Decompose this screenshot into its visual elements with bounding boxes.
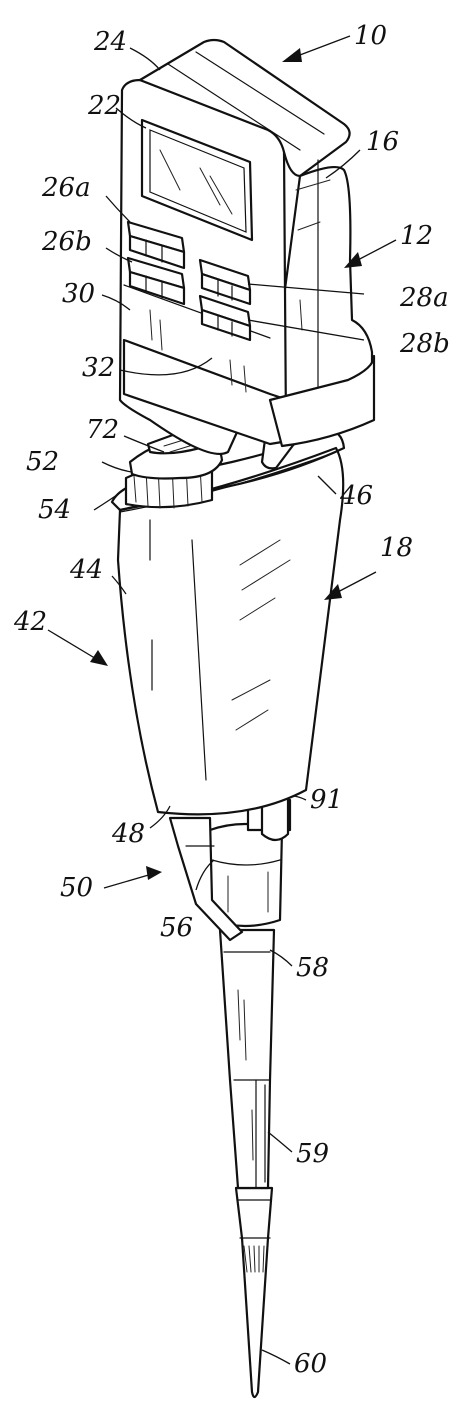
leader-lines [93, 47, 365, 1365]
arrows [47, 35, 397, 889]
label-10: 10 [354, 21, 387, 51]
label-26a: 26a [41, 173, 91, 203]
label-52: 52 [26, 447, 59, 477]
label-56: 56 [160, 913, 193, 943]
label-22: 22 [87, 91, 121, 121]
label-28a: 28a [399, 283, 449, 313]
label-30: 30 [62, 279, 95, 309]
reference-numerals: 10 24 22 16 26a 12 26b 30 28a 28b 32 72 … [13, 21, 450, 1379]
label-60: 60 [294, 1349, 327, 1379]
label-58: 58 [296, 953, 329, 983]
label-42: 42 [13, 607, 47, 637]
lower-collar [168, 786, 292, 942]
label-24: 24 [93, 27, 127, 57]
pipette-tip [234, 1186, 274, 1399]
label-59: 59 [296, 1139, 329, 1169]
label-18: 18 [380, 533, 413, 563]
label-32: 32 [82, 353, 115, 383]
label-12: 12 [400, 221, 433, 251]
label-26b: 26b [41, 227, 92, 257]
label-28b: 28b [399, 329, 450, 359]
label-91: 91 [310, 785, 343, 815]
shaft [218, 928, 276, 1190]
label-48: 48 [111, 819, 145, 849]
label-44: 44 [69, 555, 103, 585]
label-46: 46 [339, 481, 373, 511]
label-72: 72 [86, 415, 119, 445]
label-50: 50 [60, 873, 93, 903]
label-16: 16 [366, 127, 399, 157]
housing [118, 38, 376, 470]
label-54: 54 [38, 495, 71, 525]
